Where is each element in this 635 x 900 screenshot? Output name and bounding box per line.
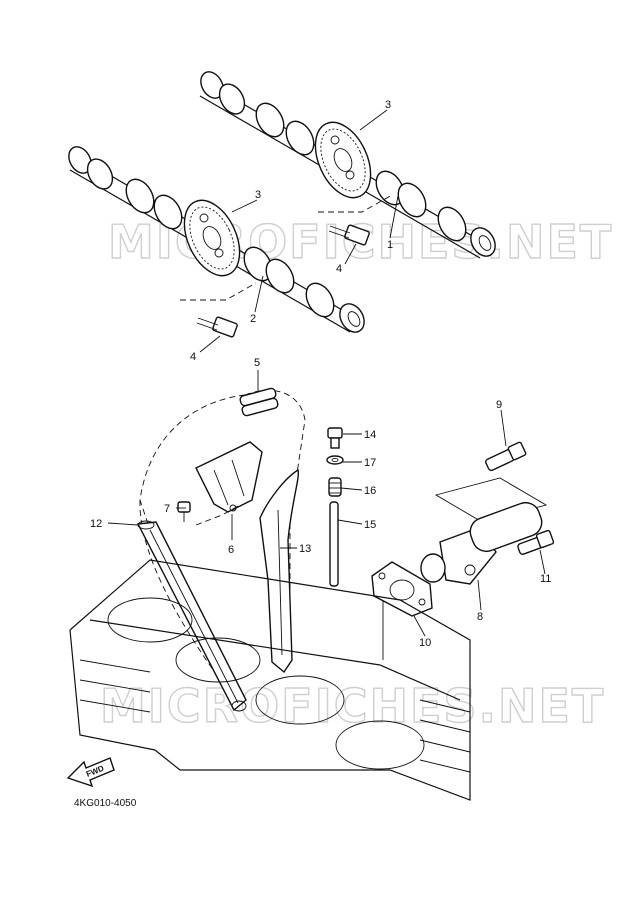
fwd-arrow-icon: FWD [66,757,115,788]
washer-17[interactable] [326,455,344,465]
callout-8: 8 [477,611,483,623]
callout-3-upper: 3 [385,99,391,111]
chain-guide-6[interactable] [195,441,263,513]
callout-11: 11 [540,573,551,585]
callout-15: 15 [364,519,376,531]
callout-1: 1 [387,239,393,251]
guide-6-bracket [195,504,241,526]
spring-16[interactable] [328,477,342,497]
watermark-bottom: MICROFICHES.NET [100,679,605,733]
callout-14: 14 [364,429,376,441]
callout-2: 2 [250,313,256,325]
chain-guide-13[interactable] [259,468,300,674]
callout-16: 16 [364,485,376,497]
camshaft-2[interactable] [64,143,369,337]
callout-7: 7 [164,503,170,515]
bolt-11[interactable] [517,529,555,555]
cylinder-block [69,559,471,801]
callout-5: 5 [254,357,260,369]
rod-15[interactable] [329,501,339,587]
chain-link-5[interactable] [239,387,279,417]
cam-chain-tensioner-8[interactable] [420,499,546,585]
cam-sprocket-lower[interactable] [173,192,250,285]
callout-6: 6 [228,544,234,556]
callout-4-lower: 4 [190,351,196,363]
cam-sprocket-upper[interactable] [304,114,381,207]
callout-12: 12 [90,518,102,530]
bolt-14[interactable] [327,427,343,449]
callout-13: 13 [299,543,311,555]
chain-guide-12[interactable] [136,520,247,712]
callout-10: 10 [419,637,431,649]
callout-4-upper: 4 [336,263,342,275]
bolt-4-upper[interactable] [328,224,370,246]
diagram-code: 4KG010-4050 [74,798,137,809]
bolt-4-lower[interactable] [196,316,238,338]
leader-lines [107,109,546,637]
callout-17: 17 [364,457,376,469]
bolt-guide-lower [180,282,257,301]
bolt-9[interactable] [485,441,527,472]
bolt-7[interactable] [177,501,191,522]
tensioner-bracket [434,477,548,523]
callout-3-lower: 3 [255,189,261,201]
callout-9: 9 [496,399,502,411]
bolt-guide-upper [318,194,393,213]
